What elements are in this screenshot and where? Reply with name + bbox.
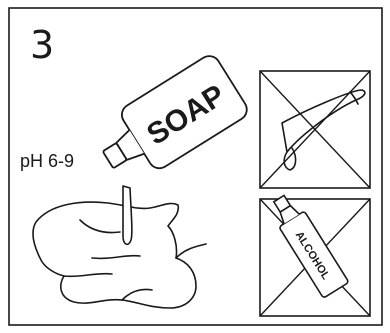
tube-crossed-out-icon xyxy=(281,89,366,171)
no-tube-symbol xyxy=(259,70,371,189)
alcohol-bottle-crossed-out-icon: ALCOHOL xyxy=(272,194,349,298)
step-number: 3 xyxy=(30,23,55,67)
soap-bottle-icon: SOAP xyxy=(102,55,248,170)
panel-frame xyxy=(8,7,383,326)
no-alcohol-symbol: ALCOHOL xyxy=(259,194,371,317)
soap-drop-icon xyxy=(122,185,133,246)
ph-range-label: pH 6-9 xyxy=(20,151,75,171)
cloth-icon xyxy=(32,201,207,309)
